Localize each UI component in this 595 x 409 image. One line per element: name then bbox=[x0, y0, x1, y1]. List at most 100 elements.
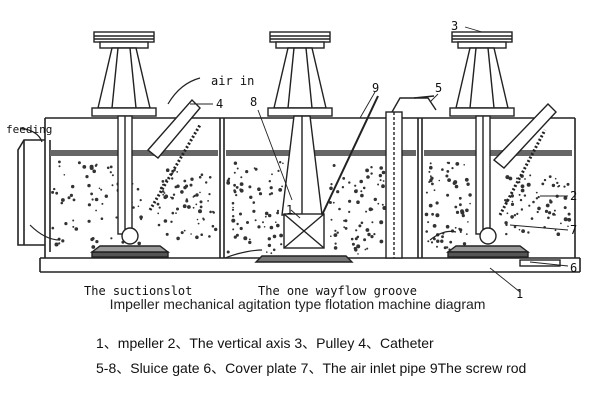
number-8: 8 bbox=[250, 95, 257, 109]
pulp-particle bbox=[453, 180, 458, 185]
pulp-particle bbox=[87, 203, 91, 207]
pulp-particle bbox=[276, 223, 280, 228]
pulp-particle bbox=[556, 181, 559, 185]
pulp-particle bbox=[436, 245, 438, 248]
pulp-particle bbox=[268, 213, 272, 218]
pulp-particle bbox=[365, 168, 369, 173]
pulp-particle bbox=[449, 240, 453, 244]
pulp-particle bbox=[164, 194, 169, 199]
pulp-particle bbox=[110, 237, 113, 240]
pulp-particle bbox=[379, 179, 382, 182]
leader-lines bbox=[190, 26, 569, 293]
pulp-particle bbox=[89, 164, 94, 169]
pulp-particle bbox=[428, 203, 433, 208]
pulp-particle bbox=[207, 200, 210, 202]
pulp-particle bbox=[192, 206, 195, 209]
pulp-particle bbox=[173, 168, 176, 172]
pulp-particle bbox=[172, 193, 176, 196]
cell-middle bbox=[254, 31, 437, 263]
pulp-particle bbox=[458, 227, 461, 230]
pulp-particle bbox=[378, 173, 383, 178]
pulp-particle bbox=[257, 187, 261, 191]
pulp-particle bbox=[465, 233, 468, 236]
pulp-particle bbox=[364, 248, 367, 251]
pulp-particle bbox=[543, 178, 547, 182]
pulp-particle bbox=[370, 172, 373, 175]
pulp-particle bbox=[174, 185, 178, 189]
pulp-particle bbox=[182, 204, 187, 209]
pulp-particle bbox=[528, 204, 531, 207]
pulp-particle bbox=[446, 193, 450, 197]
pulp-particle bbox=[360, 221, 364, 225]
pulp-particle bbox=[341, 186, 345, 189]
pulp-particle bbox=[370, 235, 374, 239]
pulp-particle bbox=[208, 235, 211, 238]
pulp-particle bbox=[366, 175, 370, 179]
pulp-particle bbox=[264, 215, 267, 218]
pulp-particle bbox=[176, 171, 179, 173]
pulp-particle bbox=[446, 161, 449, 164]
pulp-particle bbox=[527, 231, 530, 234]
pulp-particle bbox=[269, 186, 273, 190]
pulp-particle bbox=[272, 234, 277, 239]
pulp-particle bbox=[330, 218, 333, 221]
pulp-particle bbox=[535, 197, 539, 200]
label-suction-slot: The suctionslot bbox=[84, 284, 192, 298]
pulp-particle bbox=[427, 240, 430, 243]
pulp-particle bbox=[343, 226, 346, 229]
pulp-particle bbox=[268, 180, 271, 183]
pulp-particle bbox=[175, 212, 177, 215]
pulp-particle bbox=[231, 218, 236, 223]
pulp-particle bbox=[85, 175, 89, 179]
pulp-particle bbox=[370, 166, 373, 169]
pulp-particle bbox=[278, 188, 283, 192]
pulp-particle bbox=[60, 201, 64, 205]
pulp-particle bbox=[356, 244, 361, 249]
pulp-particle bbox=[425, 191, 428, 194]
pulp-particle bbox=[111, 174, 114, 177]
pulley-left bbox=[93, 31, 155, 49]
pulp-particle bbox=[252, 201, 256, 204]
pulp-particle bbox=[190, 233, 192, 235]
pulp-particle bbox=[72, 225, 75, 228]
legend-line-2: 5-8、Sluice gate 6、Cover plate 7、The air … bbox=[96, 360, 527, 376]
pulp-particle bbox=[458, 196, 462, 200]
pulp-particle bbox=[233, 235, 237, 239]
pulp-particle bbox=[58, 242, 61, 245]
pulp-particle bbox=[249, 195, 253, 199]
pulp-particle bbox=[264, 211, 269, 216]
pulp-particle bbox=[518, 228, 521, 231]
pulp-particle bbox=[348, 199, 352, 203]
pulp-particle bbox=[252, 209, 256, 213]
number-6: 6 bbox=[570, 261, 577, 275]
pulp-particle bbox=[510, 215, 514, 219]
pulp-particle bbox=[92, 169, 96, 174]
pulp-particle bbox=[277, 169, 280, 172]
pulp-particle bbox=[190, 177, 194, 181]
pulp-particle bbox=[373, 233, 376, 236]
pulp-particle bbox=[268, 193, 272, 196]
pulp-particle bbox=[281, 185, 283, 188]
pulp-particle bbox=[51, 190, 55, 194]
pulp-particle bbox=[162, 193, 165, 196]
pulp-particle bbox=[367, 232, 371, 237]
pulp-particle bbox=[524, 178, 526, 180]
pulp-particle bbox=[233, 183, 237, 187]
pulp-particle bbox=[55, 191, 59, 195]
pulp-particle bbox=[330, 235, 332, 237]
pulp-particle bbox=[536, 210, 539, 214]
pulp-particle bbox=[544, 209, 549, 213]
pulp-particle bbox=[332, 201, 335, 204]
pulp-particle bbox=[226, 250, 230, 254]
pulp-particle bbox=[90, 192, 93, 196]
number-1-middle: 1 bbox=[286, 203, 293, 217]
pulp-particle bbox=[106, 166, 110, 170]
pulp-particle bbox=[461, 214, 465, 218]
pulp-particle bbox=[359, 179, 364, 184]
pulp-particle bbox=[248, 238, 251, 241]
pulp-particle bbox=[445, 174, 449, 178]
label-feeding: feeding bbox=[6, 123, 52, 136]
pulp-particle bbox=[523, 194, 527, 197]
pulp-particle bbox=[263, 226, 266, 228]
pulp-particle bbox=[211, 224, 215, 228]
